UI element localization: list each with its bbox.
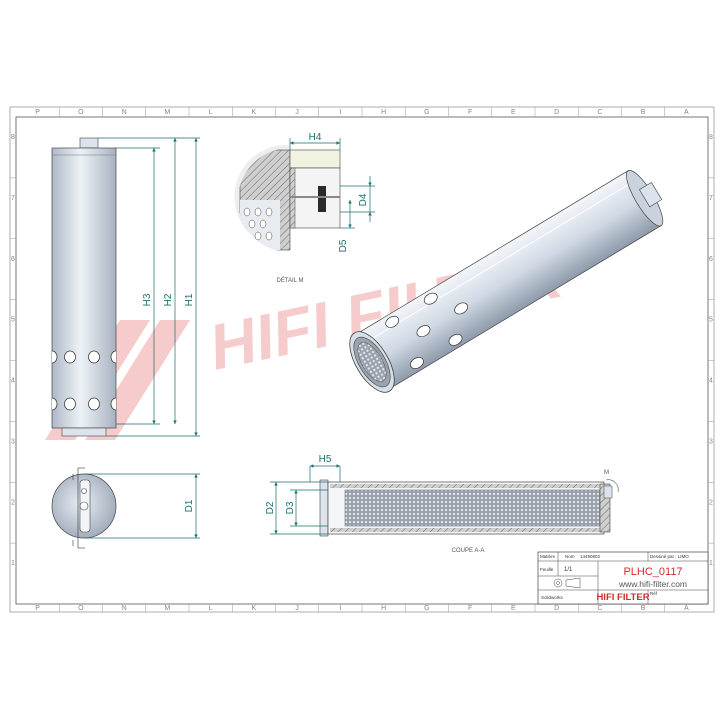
projection-symbol-icon [553, 577, 581, 589]
dim-h2-label: H2 [163, 293, 174, 306]
section-view: M H5 D2 D3 COUPE A-A [265, 454, 619, 554]
border-column-label: J [295, 605, 299, 612]
title-block: Matière Nom 14490802 Dessiné par : LIMO … [537, 551, 709, 605]
border-column-label: I [339, 109, 341, 116]
border-column-label: D [554, 605, 559, 612]
border-column-label: B [641, 605, 646, 612]
drawing-border: P O N M L K J I H G F E D C B A P O N M L K J I H G F E D C B A 8 7 6 5 4 3… [9, 106, 715, 613]
border-row-label: 7 [11, 195, 15, 202]
solidworks-label: Solidworks [541, 595, 564, 600]
border-column-label: G [424, 605, 429, 612]
border-column-label: L [209, 605, 213, 612]
dim-h5-label: H5 [319, 454, 332, 465]
border-row-label: 3 [11, 438, 15, 445]
border-row-label: 7 [709, 195, 713, 202]
ref-label: Réf [650, 591, 658, 596]
border-column-label: O [78, 605, 84, 612]
front-dimension-lines [98, 137, 200, 437]
border-column-label: K [252, 109, 257, 116]
border-column-label: O [78, 109, 84, 116]
detail-view: H4 D4 D5 DÉTAIL M [234, 132, 375, 284]
border-column-label: P [35, 109, 40, 116]
border-column-label: C [597, 109, 602, 116]
dim-d4-label: D4 [358, 193, 369, 206]
border-column-label: C [597, 605, 602, 612]
nom-value: 14490802 [580, 554, 601, 559]
front-view: H3 H2 H1 [51, 137, 200, 437]
dim-d1-label: D1 [184, 499, 195, 512]
feuille-value: 1/1 [564, 567, 573, 573]
border-row-label: 1 [11, 560, 15, 567]
border-row-label: 1 [709, 560, 713, 567]
dim-d3-label: D3 [285, 501, 296, 514]
border-row-labels-right: 8 7 6 5 4 3 2 1 [708, 134, 714, 567]
border-row-label: 2 [11, 499, 15, 506]
border-column-label: N [122, 109, 127, 116]
dim-d5-label: D5 [338, 239, 349, 252]
border-column-label: F [468, 605, 472, 612]
border-column-label: M [164, 605, 170, 612]
border-column-label: L [209, 109, 213, 116]
border-column-label: H [381, 605, 386, 612]
dim-h3-label: H3 [142, 293, 153, 306]
dim-h4-label: H4 [309, 132, 322, 143]
border-column-label: P [35, 605, 40, 612]
border-row-label: 8 [709, 134, 713, 141]
detail-caption: DÉTAIL M [276, 277, 303, 284]
iso-holes [385, 292, 469, 369]
border-column-label: K [252, 605, 257, 612]
brand-name: HIFI FILTER [596, 592, 649, 603]
website-text: www.hifi-filter.com [618, 579, 687, 589]
border-row-label: 5 [709, 317, 713, 324]
section-caption: COUPE A-A [452, 548, 485, 554]
isometric-view [349, 170, 664, 393]
border-row-label: 4 [11, 378, 15, 385]
border-column-label: A [684, 605, 689, 612]
border-column-label: I [339, 605, 341, 612]
border-column-label: D [554, 109, 559, 116]
border-column-label: H [381, 109, 386, 116]
border-column-label: M [164, 109, 170, 116]
border-column-label: B [641, 109, 646, 116]
border-row-label: 5 [11, 317, 15, 324]
dim-h1-label: H1 [184, 293, 195, 306]
end-view: D1 [51, 467, 200, 549]
drawing-reference: PLHC_0117 [623, 566, 682, 578]
border-column-label: J [295, 109, 299, 116]
border-column-label: F [468, 109, 472, 116]
border-row-label: 6 [11, 256, 15, 263]
border-column-label: A [684, 109, 689, 116]
border-row-labels-left: 8 7 6 5 4 3 2 1 [10, 134, 16, 567]
dessine-label: Dessiné par : LIMO [650, 554, 689, 559]
border-column-label: G [424, 109, 429, 116]
border-row-label: 4 [709, 378, 713, 385]
nom-label: Nom [565, 554, 575, 559]
border-column-label: E [511, 605, 516, 612]
drain-holes [51, 350, 117, 411]
border-row-label: 8 [11, 134, 15, 141]
border-row-label: 3 [709, 438, 713, 445]
dim-d2-label: D2 [265, 501, 276, 514]
border-column-label: N [122, 605, 127, 612]
feuille-label: Feuille [540, 567, 554, 572]
border-column-label: E [511, 109, 516, 116]
border-row-label: 2 [709, 499, 713, 506]
section-detail-marker: M [604, 470, 609, 476]
matiere-label: Matière [540, 554, 556, 559]
border-row-label: 6 [709, 256, 713, 263]
